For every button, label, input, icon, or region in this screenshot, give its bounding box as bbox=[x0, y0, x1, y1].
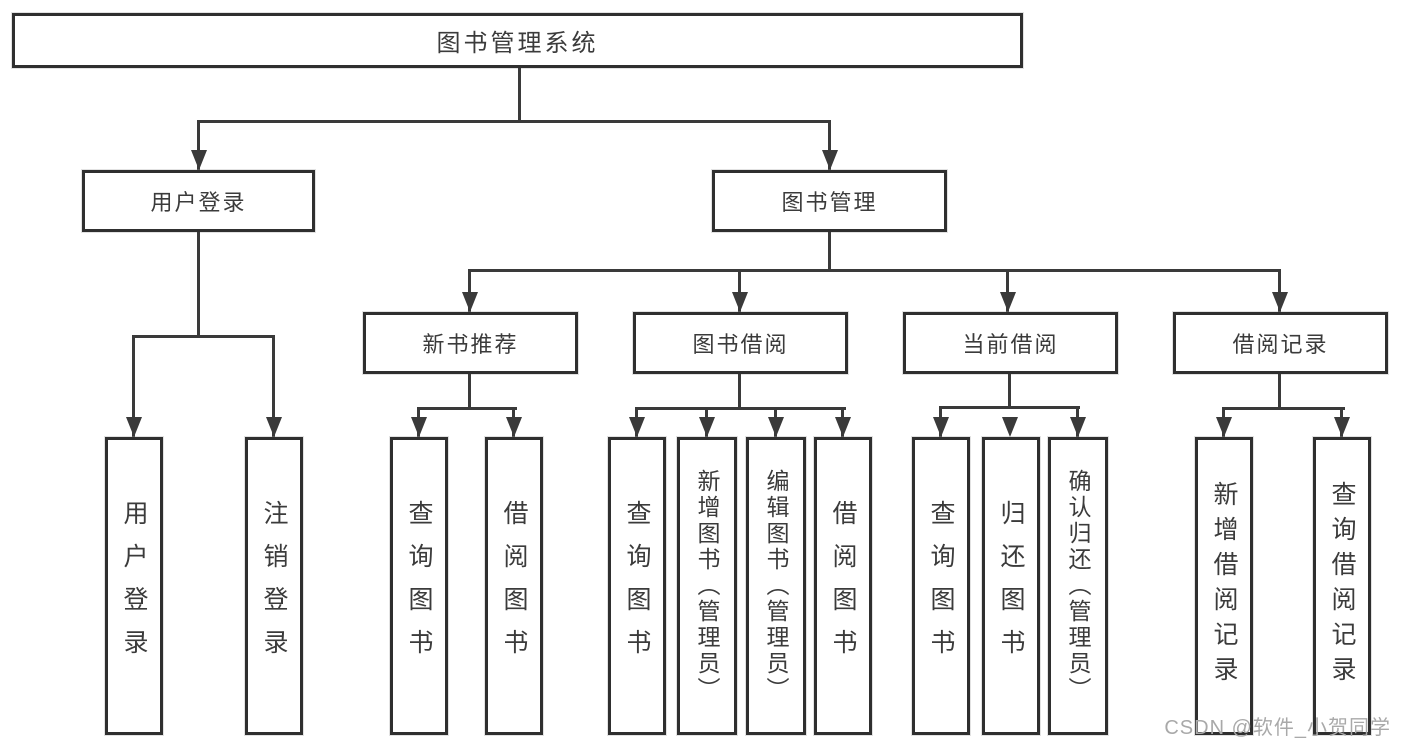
leaf-borrow-books-borrowing: 借阅图书 bbox=[814, 437, 872, 735]
leaf-search-books-current: 查询图书 bbox=[912, 437, 970, 735]
arrowhead bbox=[462, 292, 478, 312]
connector-line bbox=[1278, 374, 1281, 410]
arrowhead bbox=[1334, 417, 1350, 437]
node-current-borrowing: 当前借阅 bbox=[903, 312, 1118, 374]
connector-line bbox=[828, 120, 831, 170]
connector-line bbox=[939, 406, 1080, 409]
node-new-book-recommendation: 新书推荐 bbox=[363, 312, 578, 374]
connector-line bbox=[1278, 269, 1281, 312]
connector-line bbox=[828, 232, 831, 272]
arrowhead bbox=[1216, 417, 1232, 437]
arrowhead bbox=[1272, 292, 1288, 312]
connector-line bbox=[132, 335, 275, 338]
connector-line bbox=[468, 269, 1281, 272]
leaf-search-borrow-record: 查询借阅记录 bbox=[1313, 437, 1371, 735]
connector-line bbox=[468, 374, 471, 410]
connector-line bbox=[468, 269, 471, 312]
node-book-management: 图书管理 bbox=[712, 170, 947, 232]
connector-line bbox=[635, 407, 846, 410]
node-library-management-system: 图书管理系统 bbox=[12, 13, 1023, 68]
node-user-login: 用户登录 bbox=[82, 170, 315, 232]
connector-line bbox=[417, 407, 517, 410]
connector-line bbox=[738, 374, 741, 410]
arrowhead bbox=[1000, 292, 1016, 312]
connector-line bbox=[197, 120, 831, 123]
connector-line bbox=[738, 269, 741, 312]
arrowhead bbox=[835, 417, 851, 437]
leaf-user-login: 用户登录 bbox=[105, 437, 163, 735]
leaf-add-borrow-record: 新增借阅记录 bbox=[1195, 437, 1253, 735]
leaf-search-books-borrowing: 查询图书 bbox=[608, 437, 666, 735]
arrowhead bbox=[629, 417, 645, 437]
leaf-confirm-return-admin: 确认归还（管理员） bbox=[1048, 437, 1108, 735]
arrowhead bbox=[126, 417, 142, 437]
arrowhead bbox=[822, 150, 838, 170]
arrowhead bbox=[266, 417, 282, 437]
leaf-edit-book-admin: 编辑图书（管理员） bbox=[746, 437, 806, 735]
arrowhead bbox=[506, 417, 522, 437]
arrowhead bbox=[1070, 417, 1086, 437]
arrowhead bbox=[732, 292, 748, 312]
node-book-borrowing: 图书借阅 bbox=[633, 312, 848, 374]
connector-line bbox=[1008, 374, 1011, 409]
node-borrowing-records: 借阅记录 bbox=[1173, 312, 1388, 374]
connector-line bbox=[197, 232, 200, 338]
leaf-logout: 注销登录 bbox=[245, 437, 303, 735]
connector-line bbox=[1006, 269, 1009, 312]
arrowhead bbox=[933, 417, 949, 437]
leaf-return-books: 归还图书 bbox=[982, 437, 1040, 735]
arrowhead bbox=[411, 417, 427, 437]
arrowhead bbox=[191, 150, 207, 170]
leaf-borrow-books-recommend: 借阅图书 bbox=[485, 437, 543, 735]
connector-line bbox=[518, 68, 521, 123]
leaf-add-book-admin: 新增图书（管理员） bbox=[677, 437, 737, 735]
connector-line bbox=[1222, 407, 1345, 410]
connector-line bbox=[197, 120, 200, 170]
connector-line bbox=[132, 335, 135, 437]
arrowhead bbox=[699, 417, 715, 437]
arrowhead bbox=[1002, 417, 1018, 437]
arrowhead bbox=[768, 417, 784, 437]
connector-line bbox=[272, 335, 275, 437]
watermark: CSDN @软件_小贺同学 bbox=[1164, 717, 1391, 739]
leaf-search-books-recommend: 查询图书 bbox=[390, 437, 448, 735]
